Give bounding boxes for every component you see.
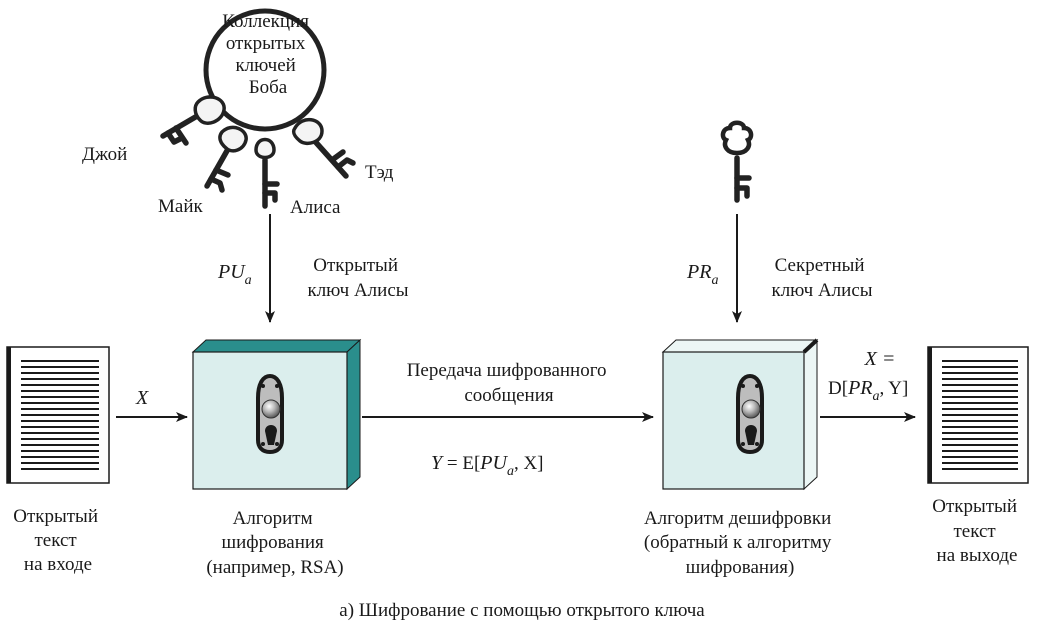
key-joy-icon bbox=[160, 95, 226, 146]
decryption-algorithm-label: Алгоритм дешифровки (обратный к алгоритм… bbox=[644, 508, 836, 578]
encryption-lock-icon bbox=[256, 373, 284, 455]
key-ted-icon bbox=[291, 118, 356, 179]
plaintext-output-document-icon bbox=[927, 346, 1029, 484]
key-ted-label: Тэд bbox=[365, 162, 394, 183]
encryption-algorithm-label: Алгоритм шифрования (например, RSA) bbox=[206, 508, 343, 578]
private-key-symbol: PRa bbox=[686, 261, 718, 288]
key-alice-label: Алиса bbox=[290, 197, 341, 218]
figure-caption: а) Шифрование с помощью открытого ключа bbox=[339, 600, 705, 621]
key-ring: Коллекция открытых ключей Боба bbox=[203, 8, 327, 132]
decryption-algorithm-box bbox=[661, 338, 819, 491]
public-key-label: Открытый ключ Алисы bbox=[307, 255, 408, 301]
ciphertext-formula: Y = E[PUa, X] bbox=[431, 452, 544, 479]
key-mike-label: Майк bbox=[158, 196, 203, 217]
key-ring-label: Коллекция открытых ключей Боба bbox=[222, 11, 313, 98]
output-formula-line2: D[PRa, Y] bbox=[828, 377, 908, 404]
plaintext-input-document-icon bbox=[6, 346, 110, 484]
plaintext-input-label: Открытый текст на входе bbox=[13, 506, 103, 575]
private-key-icon bbox=[720, 120, 754, 203]
key-alice-icon bbox=[254, 137, 280, 209]
input-arrow-label: X bbox=[135, 387, 149, 409]
plaintext-output-label: Открытый текст на выходе bbox=[932, 496, 1022, 566]
transmission-label: Передача шифрованного сообщения bbox=[407, 360, 612, 406]
key-mike-icon bbox=[204, 125, 248, 193]
key-joy-label: Джой bbox=[82, 144, 127, 165]
public-key-symbol: PUa bbox=[217, 261, 252, 288]
output-formula-line1: X = bbox=[864, 348, 896, 370]
decryption-lock-icon bbox=[736, 373, 764, 455]
private-key-label: Секретный ключ Алисы bbox=[771, 255, 872, 301]
